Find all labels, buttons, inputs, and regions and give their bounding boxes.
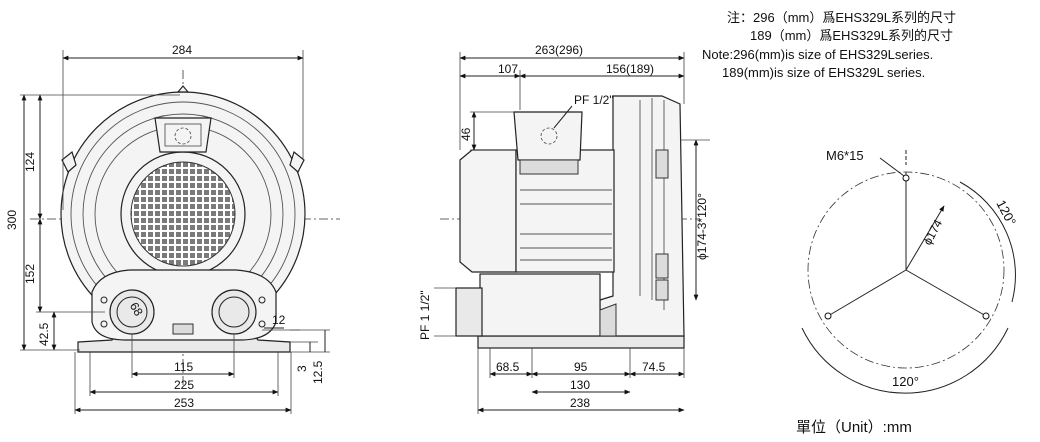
dim-height-lower: 152	[23, 264, 37, 284]
side-base-plate	[477, 335, 685, 349]
dim-port-dia: 68	[127, 300, 146, 319]
dim-foot-b: 95	[574, 360, 588, 374]
dim-bolt-spacing: 115	[174, 360, 193, 374]
note-line-3: Note:296(mm)is size of EHS329Lseries.	[702, 47, 933, 62]
note-line-1: 注：296（mm）爲EHS329L系列的尺寸	[727, 10, 956, 25]
unit-label: 單位（Unit）:mm	[796, 419, 912, 436]
dim-foot-a: 68.5	[496, 360, 520, 374]
front-terminal-box	[154, 117, 212, 153]
dim-flange-12: 12	[272, 313, 286, 327]
note-line-4: 189(mm)is size of EHS329L series.	[722, 65, 925, 80]
dim-base-outer: 253	[174, 396, 194, 410]
dim-height-total: 300	[5, 210, 19, 230]
flange-arc-right	[959, 181, 1016, 303]
dim-foot-span: 130	[570, 378, 590, 392]
dim-blower-section: 156(189)	[606, 62, 654, 76]
flange-arc-bottom	[801, 327, 1009, 394]
dim-width-top: 284	[172, 43, 192, 57]
dim-side-bolt-circle: ϕ174-3*120°	[695, 193, 709, 260]
note-block: 注：296（mm）爲EHS329L系列的尺寸 189（mm）爲EHS329L系列…	[702, 10, 956, 80]
label-inlet-pf: PF 1/2"	[574, 93, 614, 107]
side-outlet-port	[455, 287, 483, 337]
note-line-2: 189（mm）爲EHS329L系列的尺寸	[750, 28, 953, 43]
dim-foot-12-5: 12.5	[311, 360, 325, 384]
dim-height-upper: 124	[23, 152, 37, 172]
flange-detail: M6*15 ϕ174 120° 120°	[801, 148, 1019, 394]
front-view: 68 284 300 124 152 42.5 115 225 253	[5, 43, 340, 414]
side-outlet-housing	[479, 273, 601, 337]
label-bolt-size: M6*15	[826, 148, 864, 163]
dim-foot-3: 3	[295, 365, 309, 372]
dim-base-length: 238	[570, 396, 590, 410]
label-outlet-pf: PF 1 1/2"	[418, 290, 432, 340]
front-fan-grille	[130, 161, 236, 267]
label-flange-bolt-circle: ϕ174	[920, 217, 945, 247]
dim-inlet-height: 46	[459, 127, 473, 141]
dim-motor-section: 107	[498, 62, 518, 76]
dim-foot-c: 74.5	[642, 360, 666, 374]
label-angle-top: 120°	[993, 197, 1019, 228]
dim-base-inner: 225	[174, 378, 194, 392]
dim-overall-length: 263(296)	[535, 43, 583, 57]
side-terminal-box	[513, 111, 583, 161]
side-motor-endcap	[459, 149, 517, 273]
dim-height-base: 42.5	[37, 322, 51, 346]
label-angle-bottom: 120°	[892, 374, 919, 389]
side-view: 263(296) 107 156(189) 46 PF 1/2" PF 1 1/…	[418, 43, 710, 414]
